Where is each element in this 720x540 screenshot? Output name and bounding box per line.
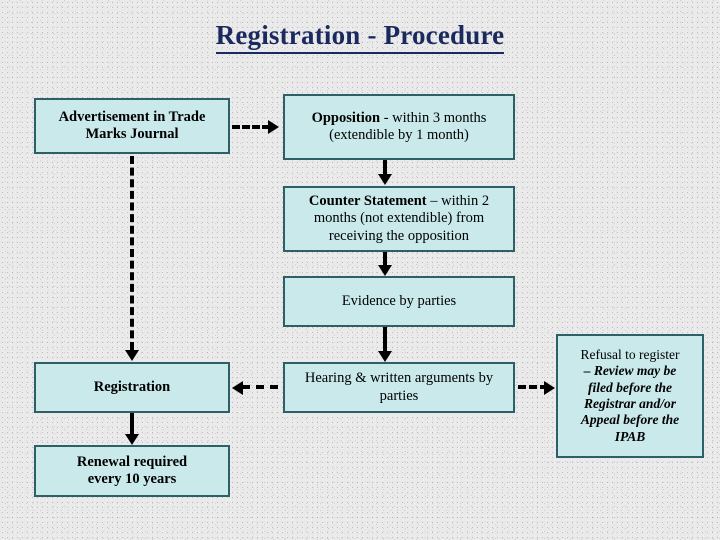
refusal-line-1: Refusal to register [580, 346, 680, 362]
connector-counter-statement-to-evidence-arrowhead-icon [378, 265, 392, 276]
hearing-line-1: Hearing & written arguments by [304, 370, 494, 387]
advertisement-line-1: Advertisement in Trade [58, 108, 206, 125]
page-title: Registration - Procedure [0, 20, 720, 54]
flow-node-evidence[interactable]: Evidence by parties [283, 276, 515, 327]
counter-statement-line-3: receiving the opposition [328, 227, 470, 244]
connector-hearing-to-refusal-line [518, 385, 548, 389]
hearing-line-2: parties [379, 387, 419, 404]
counter-statement-line-1-rest: – within 2 [426, 193, 490, 210]
connector-registration-to-renewal-line [130, 413, 134, 435]
connector-advertisement-to-registration-line [130, 156, 134, 350]
flow-node-renewal-text: Renewal required every 10 years [42, 454, 222, 488]
connector-counter-statement-to-evidence-line [383, 252, 387, 267]
connector-hearing-to-refusal-arrowhead-icon [544, 381, 555, 395]
counter-statement-line-2: months (not extendible) from [313, 210, 485, 227]
flow-node-opposition[interactable]: Opposition - within 3 months (extendible… [283, 94, 515, 160]
opposition-lead: Opposition [311, 109, 381, 126]
connector-advertisement-to-opposition-arrowhead-icon [268, 120, 279, 134]
connector-advertisement-to-opposition-line [232, 125, 270, 129]
flow-node-evidence-text: Evidence by parties [341, 292, 457, 309]
advertisement-line-2: Marks Journal [85, 126, 179, 142]
opposition-line-1-rest: - within 3 months [380, 109, 487, 126]
connector-opposition-to-counter-statement-line [383, 160, 387, 177]
flow-node-counter-statement-text: Counter Statement – within 2 months (not… [291, 193, 507, 244]
flow-node-registration-text: Registration [93, 378, 171, 395]
flow-node-renewal[interactable]: Renewal required every 10 years [34, 445, 230, 497]
renewal-line-2: every 10 years [87, 471, 177, 487]
counter-statement-lead: Counter Statement [308, 193, 427, 210]
refusal-line-6: IPAB [614, 428, 646, 444]
connector-evidence-to-hearing-arrowhead-icon [378, 351, 392, 362]
flow-node-advertisement-text: Advertisement in Trade Marks Journal [42, 109, 222, 143]
flow-node-hearing[interactable]: Hearing & written arguments by parties [283, 362, 515, 413]
connector-evidence-to-hearing-line [383, 327, 387, 352]
flow-node-registration[interactable]: Registration [34, 362, 230, 413]
flow-node-counter-statement[interactable]: Counter Statement – within 2 months (not… [283, 186, 515, 252]
refusal-line-3: filed before the [588, 379, 672, 395]
flow-node-refusal-text: Refusal to register – Review may be file… [564, 347, 696, 446]
refusal-line-5: Appeal before the [580, 412, 680, 428]
flow-node-refusal[interactable]: Refusal to register – Review may be file… [556, 334, 704, 458]
flow-node-hearing-text: Hearing & written arguments by parties [291, 370, 507, 404]
flow-node-advertisement[interactable]: Advertisement in Trade Marks Journal [34, 98, 230, 154]
renewal-line-1: Renewal required [76, 453, 188, 470]
connector-advertisement-to-registration-arrowhead-icon [125, 350, 139, 361]
refusal-line-2: – Review may be [583, 363, 677, 379]
connector-hearing-to-registration-line [242, 385, 278, 389]
connector-opposition-to-counter-statement-arrowhead-icon [378, 174, 392, 185]
connector-hearing-to-registration-arrowhead-icon [232, 381, 243, 395]
connector-registration-to-renewal-arrowhead-icon [125, 434, 139, 445]
page-title-text: Registration - Procedure [215, 20, 505, 54]
opposition-line-2: (extendible by 1 month) [329, 127, 469, 143]
flow-node-opposition-text: Opposition - within 3 months (extendible… [291, 110, 507, 144]
refusal-line-4: Registrar and/or [584, 396, 676, 411]
